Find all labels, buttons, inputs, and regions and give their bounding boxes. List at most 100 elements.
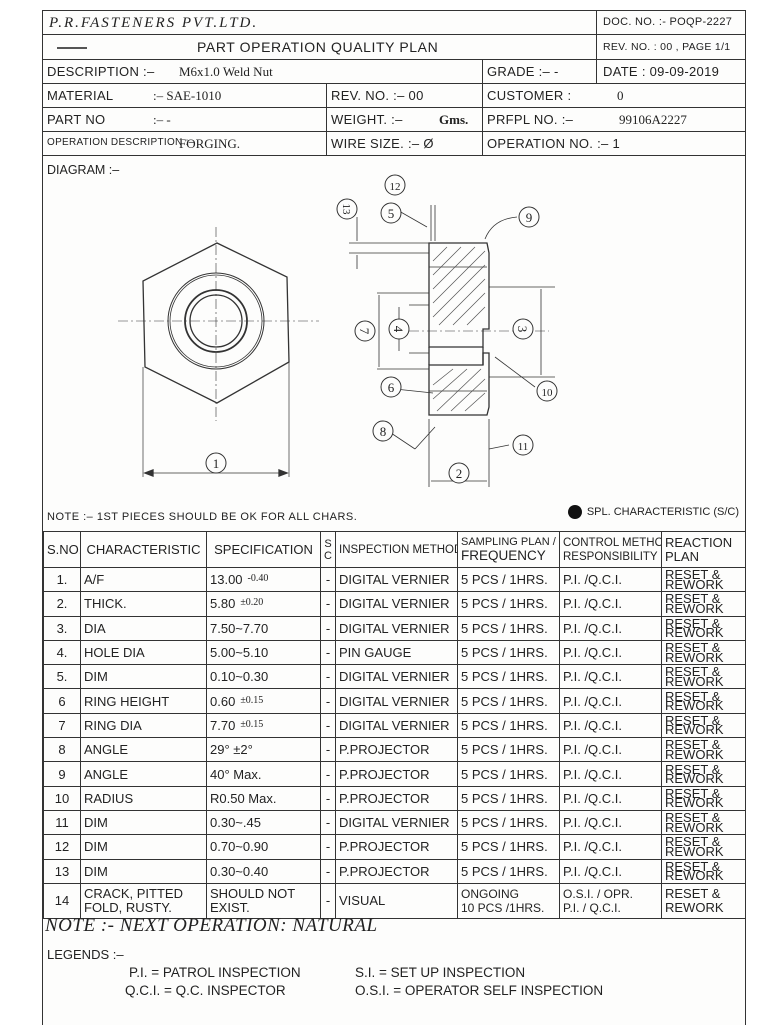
cell-frequency: 5 PCS / 1HRS. (457, 834, 560, 860)
cell-sc: - (320, 809, 336, 836)
callout-10: 10 (542, 387, 554, 399)
rev-no-cell: REV. NO. :– 00 (327, 84, 483, 108)
callout-1: 1 (213, 456, 220, 471)
cell-method: P.PROJECTOR (335, 785, 458, 811)
spl-characteristic-legend: SPL. CHARACTERISTIC (S/C) (567, 505, 739, 519)
legend-osi: O.S.I. = OPERATOR SELF INSPECTION (355, 983, 604, 998)
header-sc: S C (320, 531, 336, 568)
cell-method: P.PROJECTOR (335, 834, 458, 860)
weight-label: WEIGHT. :– (331, 112, 403, 127)
cell-specification: 7.70±0.15 (206, 712, 321, 739)
spec-value: 0.70~0.90 (210, 839, 269, 855)
cell-sc: - (320, 639, 336, 666)
part-no-value: :– - (153, 112, 171, 127)
cell-characteristic: HOLE DIA (80, 639, 207, 666)
cell-reaction: RESET &REWORK (661, 566, 746, 593)
cell-characteristic: THICK. (80, 591, 207, 617)
cell-specification: 0.30~.45 (206, 809, 321, 836)
reaction-line-1: RESET & (665, 786, 721, 801)
reaction-line-2: REWORK (665, 673, 724, 689)
grade-cell: GRADE :– - (483, 60, 597, 84)
cell-responsibility: P.I. /Q.C.I. (559, 712, 662, 739)
part-no-cell: PART NO :– - (43, 108, 327, 132)
op-no: OPERATION NO. :– 1 (487, 136, 621, 151)
callout-12: 12 (390, 181, 401, 193)
cell-reaction: RESET &REWORK (661, 639, 746, 666)
cell-specification: 0.60±0.15 (206, 688, 321, 714)
reaction-line-2: REWORK (665, 698, 724, 714)
cell-responsibility: P.I. /Q.C.I. (559, 664, 662, 690)
cell-method: P.PROJECTOR (335, 737, 458, 763)
cell-responsibility: P.I. /Q.C.I. (559, 785, 662, 811)
prfpl-cell: PRFPL NO. :– 99106A2227 (483, 108, 745, 132)
cell-reaction: RESET &REWORK (661, 809, 746, 836)
cell-specification: 5.80 ±0.20 (206, 591, 321, 617)
cell-sno: 4. (43, 639, 81, 666)
cell-method: PIN GAUGE (335, 639, 458, 666)
cell-frequency: 5 PCS / 1HRS. (457, 639, 560, 666)
reaction-line-2: REWORK (665, 576, 724, 592)
description-label: DESCRIPTION :– (47, 64, 155, 79)
op-desc-label: OPERATION DESCRIPTION :– (47, 137, 195, 148)
cell-characteristic: RADIUS (80, 785, 207, 811)
spec-value: 0.10~0.30 (210, 669, 269, 685)
cell-frequency: 5 PCS / 1HRS. (457, 566, 560, 593)
cell-sno: 11 (43, 809, 81, 836)
cell-reaction-line-2: REWORK (665, 899, 724, 915)
cell-frequency: 5 PCS / 1HRS. (457, 591, 560, 617)
cell-characteristic: DIM (80, 809, 207, 836)
spec-value: 5.80 (210, 596, 236, 612)
reaction-line-1: RESET & (665, 591, 721, 607)
header-reaction-bottom: PLAN (665, 548, 699, 564)
cell-sno: 7 (43, 712, 81, 739)
cell-responsibility: P.I. /Q.C.I. (559, 688, 662, 714)
cell-characteristic: ANGLE (80, 737, 207, 763)
spec-value: 7.70 (210, 717, 236, 733)
callout-4: 4 (391, 326, 406, 333)
spec-value: 13.00 (210, 572, 243, 588)
customer-label: CUSTOMER : (487, 88, 572, 103)
quality-plan-table: S.NO. CHARACTERISTIC SPECIFICATION S C I… (43, 531, 746, 919)
cell-frequency: 5 PCS / 1HRS. (457, 809, 560, 836)
op-desc-value: FORGING. (179, 136, 241, 151)
callout-7: 7 (357, 328, 372, 335)
callout-6: 6 (388, 380, 395, 395)
cell-sc: - (320, 664, 336, 690)
reaction-line-2: REWORK (665, 795, 724, 811)
cell-method: P.PROJECTOR (335, 761, 458, 787)
cell-frequency: 5 PCS / 1HRS. (457, 785, 560, 811)
cell-reaction: RESET &REWORK (661, 664, 746, 690)
spec-value: 7.50~7.70 (210, 620, 269, 636)
hex-outline (142, 242, 290, 404)
callout-13: 13 (340, 204, 352, 216)
cell-responsibility-line-1: O.S.I. / OPR. (563, 886, 634, 901)
cell-reaction: RESET &REWORK (661, 591, 746, 617)
description-value: M6x1.0 Weld Nut (179, 64, 273, 79)
cell-sc: - (320, 882, 336, 919)
quality-plan-sheet: P.R.FASTENERS PVT.LTD. DOC. NO. :- POQP-… (42, 10, 746, 1025)
cell-responsibility: P.I. /Q.C.I. (559, 858, 662, 884)
callout-11: 11 (518, 441, 529, 453)
cell-method: DIGITAL VERNIER (335, 809, 458, 836)
reaction-line-2: REWORK (665, 722, 724, 738)
cell-sc: - (320, 566, 336, 593)
cell-responsibility: P.I. /Q.C.I. (559, 566, 662, 593)
next-operation-note: NOTE :- NEXT OPERATION: NATURAL (45, 915, 378, 936)
reaction-line-2: REWORK (665, 600, 724, 616)
rev-page-cell: REV. NO. : 00 , PAGE 1/1 (597, 35, 745, 60)
part-no-label: PART NO (47, 112, 106, 127)
spl-dot-icon (567, 505, 582, 519)
reaction-line-2: REWORK (665, 868, 724, 884)
prfpl-label: PRFPL NO. :– (487, 112, 574, 127)
spec-tolerance: ±0.20 (240, 597, 264, 609)
company-name: P.R.FASTENERS PVT.LTD. (49, 15, 259, 31)
